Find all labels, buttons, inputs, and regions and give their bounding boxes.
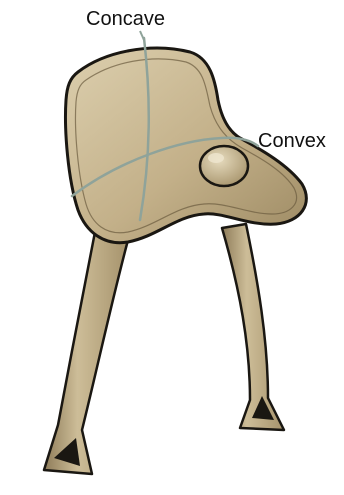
concave-label: Concave (86, 9, 165, 29)
concave-label-leader (140, 31, 144, 40)
right-support-leg (222, 224, 284, 430)
left-support-leg (44, 232, 128, 474)
convex-label: Convex (258, 131, 326, 151)
convex-knob (200, 146, 248, 186)
